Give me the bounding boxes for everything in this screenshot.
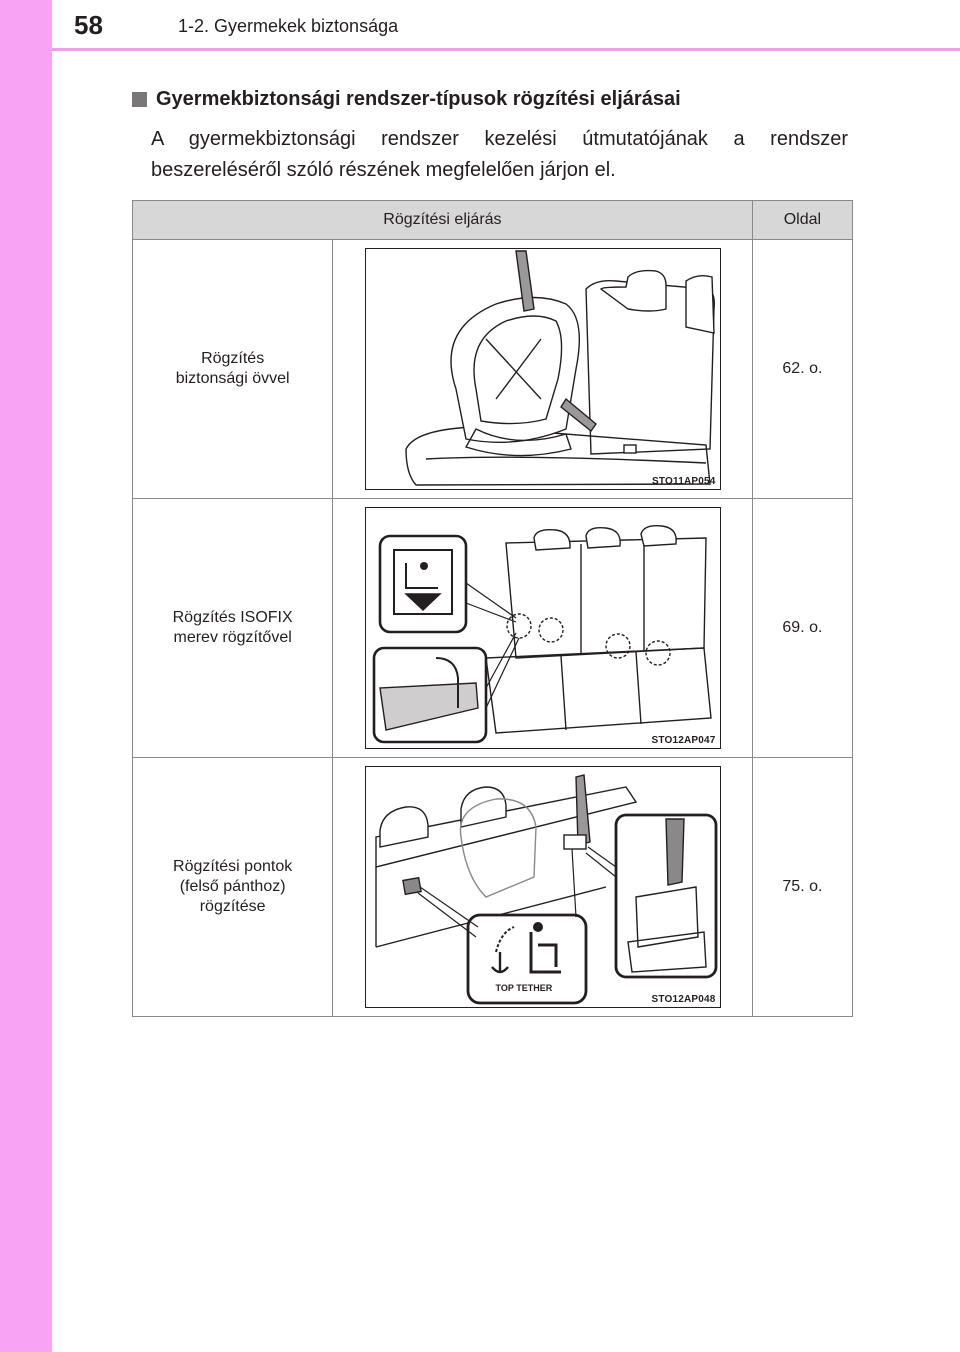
page-reference: 62. o.	[751, 239, 854, 499]
header-rule	[52, 48, 960, 51]
label-line: Rögzítés ISOFIX	[172, 609, 293, 626]
label-line: Rögzítés	[201, 350, 265, 367]
illustration-cell: STO11AP054	[332, 239, 753, 499]
illustration-code: STO12AP048	[651, 994, 716, 1005]
seat-belt-child-seat-illustration: STO11AP054	[364, 248, 721, 490]
procedure-label: Rögzítési pontok (felső pánthoz) rögzíté…	[131, 757, 334, 1017]
page-number: 58	[74, 10, 103, 40]
procedure-label: Rögzítés ISOFIX merev rögzítővel	[131, 498, 334, 758]
procedure-table: Rögzítési eljárás Oldal Rögzítés biztons…	[131, 200, 854, 1017]
header-procedure: Rögzítési eljárás	[132, 200, 753, 240]
label-line: biztonsági övvel	[175, 370, 290, 387]
square-bullet-icon	[132, 92, 147, 107]
page-reference: 75. o.	[751, 757, 854, 1017]
table-row: Rögzítési pontok (felső pánthoz) rögzíté…	[131, 757, 854, 1017]
illustration-code: STO12AP047	[651, 735, 716, 746]
procedure-label: Rögzítés biztonsági övvel	[131, 239, 334, 499]
table-row: Rögzítés biztonsági övvel	[131, 239, 854, 499]
header-page: Oldal	[751, 200, 854, 240]
label-line: (felső pánthoz)	[179, 878, 286, 895]
isofix-anchor-illustration: STO12AP047	[364, 507, 721, 749]
side-tab-bar	[0, 0, 52, 1352]
page-reference: 69. o.	[751, 498, 854, 758]
top-tether-anchor-illustration: TOP TETHER STO12AP048	[364, 766, 721, 1008]
illustration-cell: STO12AP047	[332, 498, 753, 758]
table-header-row: Rögzítési eljárás Oldal	[132, 200, 854, 240]
section-body-text: A gyermekbiztonsági rendszer kezelési út…	[151, 128, 848, 181]
table-row: Rögzítés ISOFIX merev rögzítővel	[131, 498, 854, 758]
top-tether-badge-label: TOP TETHER	[495, 983, 553, 993]
label-line: merev rögzítővel	[173, 629, 292, 646]
section-heading: Gyermekbiztonsági rendszer-típusok rögzí…	[132, 88, 681, 111]
section-heading-text: Gyermekbiztonsági rendszer-típusok rögzí…	[156, 88, 681, 110]
label-line: Rögzítési pontok	[173, 858, 293, 875]
illustration-code: STO11AP054	[652, 476, 716, 487]
label-line: rögzítése	[199, 898, 266, 915]
running-head: 1-2. Gyermekek biztonsága	[178, 16, 399, 36]
illustration-cell: TOP TETHER STO12AP048	[332, 757, 753, 1017]
